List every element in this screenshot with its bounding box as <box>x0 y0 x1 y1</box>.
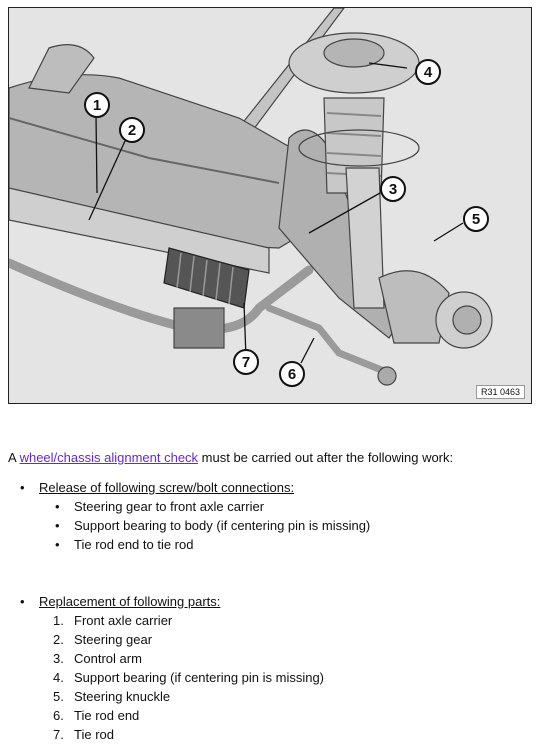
item-text: Steering gear <box>74 632 153 647</box>
intro-suffix: must be carried out after the following … <box>198 450 454 465</box>
list-item: 7. Tie rod <box>8 725 528 744</box>
list-item: 6. Tie rod end <box>8 706 528 725</box>
callout-2: 2 <box>119 117 145 143</box>
figure-code: R31 0463 <box>475 385 525 399</box>
callout-1: 1 <box>84 92 110 118</box>
replacement-heading: Replacement of following parts: <box>8 592 528 611</box>
intro-prefix: A <box>8 450 20 465</box>
callout-4: 4 <box>415 59 441 85</box>
item-number: 4. <box>53 670 64 685</box>
replacement-list: 1. Front axle carrier 2. Steering gear 3. C… <box>8 611 528 744</box>
item-number: 7. <box>53 727 64 742</box>
callout-5: 5 <box>463 206 489 232</box>
item-text: Tie rod end <box>74 708 140 723</box>
item-text: Front axle carrier <box>74 613 173 628</box>
list-item: 2. Steering gear <box>8 630 528 649</box>
suspension-diagram: 1 2 3 4 5 6 7 R31 0463 <box>8 7 532 404</box>
list-item: 5. Steering knuckle <box>8 687 528 706</box>
list-item: Support bearing to body (if centering pi… <box>8 516 528 535</box>
suspension-illustration <box>9 8 493 386</box>
callout-3: 3 <box>380 176 406 202</box>
content: A wheel/chassis alignment check must be … <box>8 449 532 742</box>
list-item: Tie rod end to tie rod <box>8 535 528 554</box>
callout-6: 6 <box>279 361 305 387</box>
screw-connections-section: Release of following screw/bolt connecti… <box>8 478 528 554</box>
intro-text: A wheel/chassis alignment check must be … <box>8 449 532 467</box>
callout-7: 7 <box>233 349 259 375</box>
item-number: 5. <box>53 689 64 704</box>
replacement-section: Replacement of following parts: 1. Front … <box>8 592 528 744</box>
item-text: Support bearing (if centering pin is mis… <box>74 670 325 685</box>
list-item: 4. Support bearing (if centering pin is m… <box>8 668 528 687</box>
list-item: 3. Control arm <box>8 649 528 668</box>
screw-connections-list: Steering gear to front axle carrier Supp… <box>8 497 528 554</box>
screw-connections-heading: Release of following screw/bolt connecti… <box>8 478 528 497</box>
item-text: Tie rod <box>74 727 114 742</box>
item-text: Control arm <box>74 651 142 666</box>
item-number: 6. <box>53 708 64 723</box>
alignment-check-link[interactable]: wheel/chassis alignment check <box>19 450 199 465</box>
item-number: 2. <box>53 632 64 647</box>
list-item: 1. Front axle carrier <box>8 611 528 630</box>
item-number: 1. <box>53 613 64 628</box>
list-item: Steering gear to front axle carrier <box>8 497 528 516</box>
item-text: Steering knuckle <box>74 689 171 704</box>
item-number: 3. <box>53 651 64 666</box>
